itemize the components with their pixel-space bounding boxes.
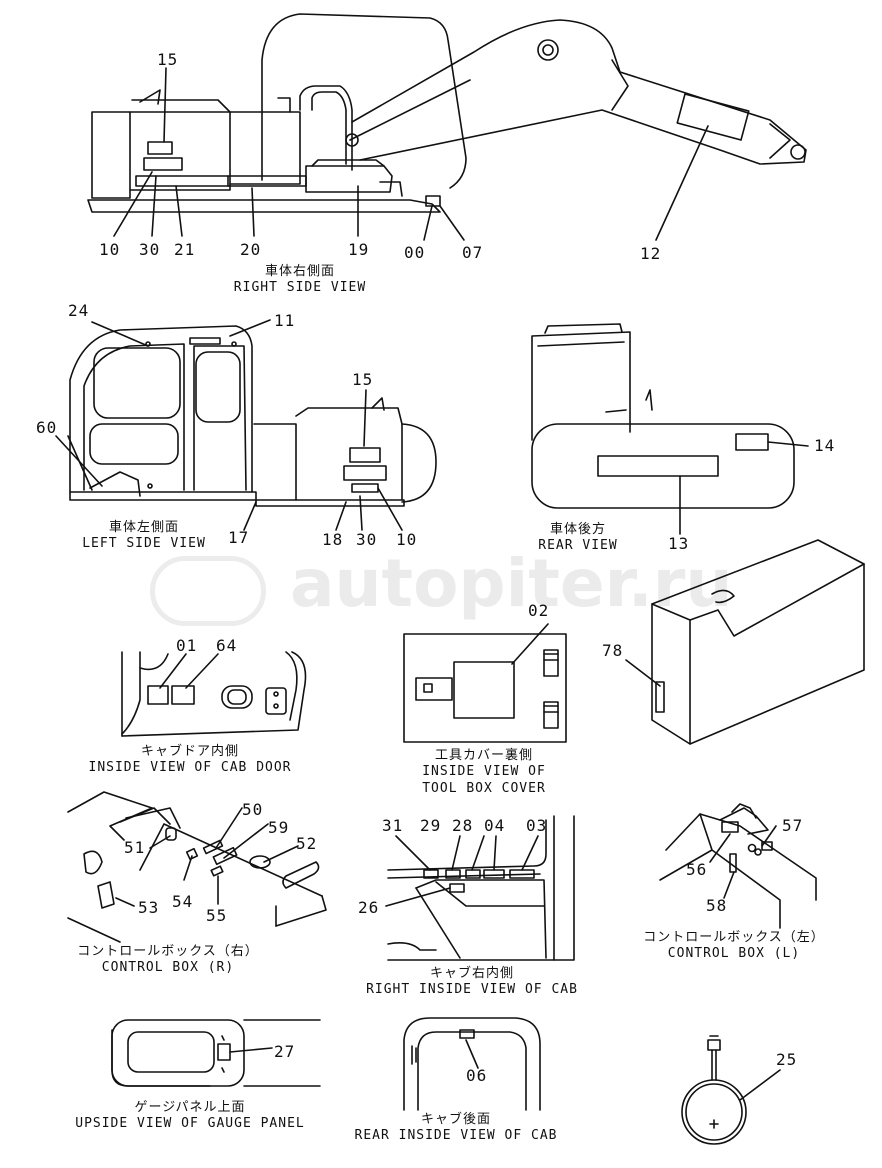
callout-25: 25 [776,1050,798,1069]
control-box-left-drawing [659,803,817,929]
caption-en-2: TOOL BOX COVER [422,780,546,796]
callout-07: 07 [462,243,484,262]
caption-jp: 車体右側面 [264,264,335,279]
gauge-panel-drawing [111,1019,321,1087]
callout-57: 57 [782,816,804,835]
watermark-text: autopiter.ru [290,545,733,622]
callout-15: 15 [157,50,179,69]
callout-27: 27 [274,1042,296,1061]
callout-04: 04 [484,816,506,835]
caption-tool-box-cover: 工具カバー裏側 INSIDE VIEW OF TOOL BOX COVER [422,748,546,797]
callout-30: 30 [139,240,161,259]
control-box-right-drawing [67,791,327,943]
callout-21: 21 [174,240,196,259]
callout-78: 78 [602,641,624,660]
callout-20: 20 [240,240,262,259]
callout-53: 53 [138,898,160,917]
caption-en: CONTROL BOX (L) [667,946,801,962]
callout-19: 19 [348,240,370,259]
callout-10: 10 [99,240,121,259]
callout-14: 14 [814,436,836,455]
callout-59: 59 [268,818,290,837]
caption-jp: ゲージパネル上面 [134,1100,246,1115]
callout-11: 11 [274,311,296,330]
callout-01: 01 [176,636,198,655]
right-side-view-drawing [87,13,807,241]
callout-26: 26 [358,898,380,917]
caption-gauge-panel: ゲージパネル上面 UPSIDE VIEW OF GAUGE PANEL [75,1100,305,1133]
callout-54: 54 [172,892,194,911]
caption-en: RIGHT SIDE VIEW [233,280,367,296]
callout-56: 56 [686,860,708,879]
callout-30-left: 30 [356,530,378,549]
cab-rear-drawing [403,1017,541,1111]
caption-en: INSIDE VIEW OF [422,764,546,780]
callout-31: 31 [382,816,404,835]
caption-jp: キャブドア内側 [140,744,240,759]
callout-02: 02 [528,601,550,620]
item-25-drawing [681,1035,781,1145]
caption-jp: コントロールボックス（右） [77,944,259,959]
callout-58: 58 [706,896,728,915]
watermark-logo-icon [150,556,266,626]
caption-en: CONTROL BOX (R) [101,960,235,976]
callout-24: 24 [68,301,90,320]
caption-en: UPSIDE VIEW OF GAUGE PANEL [75,1116,305,1132]
caption-jp: 車体後方 [549,522,607,537]
callout-12: 12 [640,244,662,263]
caption-left-side-view: 車体左側面 LEFT SIDE VIEW [82,520,206,553]
callout-15-left: 15 [352,370,374,389]
caption-cab-right-inside: キャブ右内側 RIGHT INSIDE VIEW OF CAB [366,966,578,999]
caption-jp: 工具カバー裏側 [434,748,534,763]
callout-17: 17 [228,528,250,547]
caption-cab-door: キャブドア内側 INSIDE VIEW OF CAB DOOR [88,744,291,777]
caption-jp: 車体左側面 [108,520,180,535]
caption-en: REAR INSIDE VIEW OF CAB [354,1128,558,1144]
cab-right-inside-drawing [385,815,575,961]
caption-en: INSIDE VIEW OF CAB DOOR [88,760,292,776]
callout-03: 03 [526,816,548,835]
caption-en: LEFT SIDE VIEW [82,536,206,552]
callout-29: 29 [420,816,442,835]
callout-51: 51 [124,838,146,857]
cab-door-drawing [121,651,307,737]
callout-60: 60 [36,418,58,437]
callout-00: 00 [404,243,426,262]
caption-jp: キャブ後面 [420,1112,492,1127]
left-side-view-drawing [55,319,437,531]
callout-50: 50 [242,800,264,819]
caption-control-box-left: コントロールボックス（左） CONTROL BOX (L) [643,930,825,963]
caption-en: REAR VIEW [538,538,618,554]
callout-10-left: 10 [396,530,418,549]
callout-06: 06 [466,1066,488,1085]
callout-64: 64 [216,636,238,655]
caption-rear-view: 車体後方 REAR VIEW [538,522,617,555]
callout-55: 55 [206,906,228,925]
caption-jp: キャブ右内側 [429,966,514,981]
caption-en: RIGHT INSIDE VIEW OF CAB [366,982,578,998]
callout-18: 18 [322,530,344,549]
callout-28: 28 [452,816,474,835]
caption-cab-rear: キャブ後面 REAR INSIDE VIEW OF CAB [354,1112,557,1145]
caption-right-side-view: 車体右側面 RIGHT SIDE VIEW [234,264,366,297]
callout-52: 52 [296,834,318,853]
caption-control-box-right: コントロールボックス（右） CONTROL BOX (R) [77,944,259,977]
tool-box-cover-drawing [403,539,865,745]
rear-view-drawing [531,323,809,535]
caption-jp: コントロールボックス（左） [643,930,825,945]
callout-13: 13 [668,534,690,553]
